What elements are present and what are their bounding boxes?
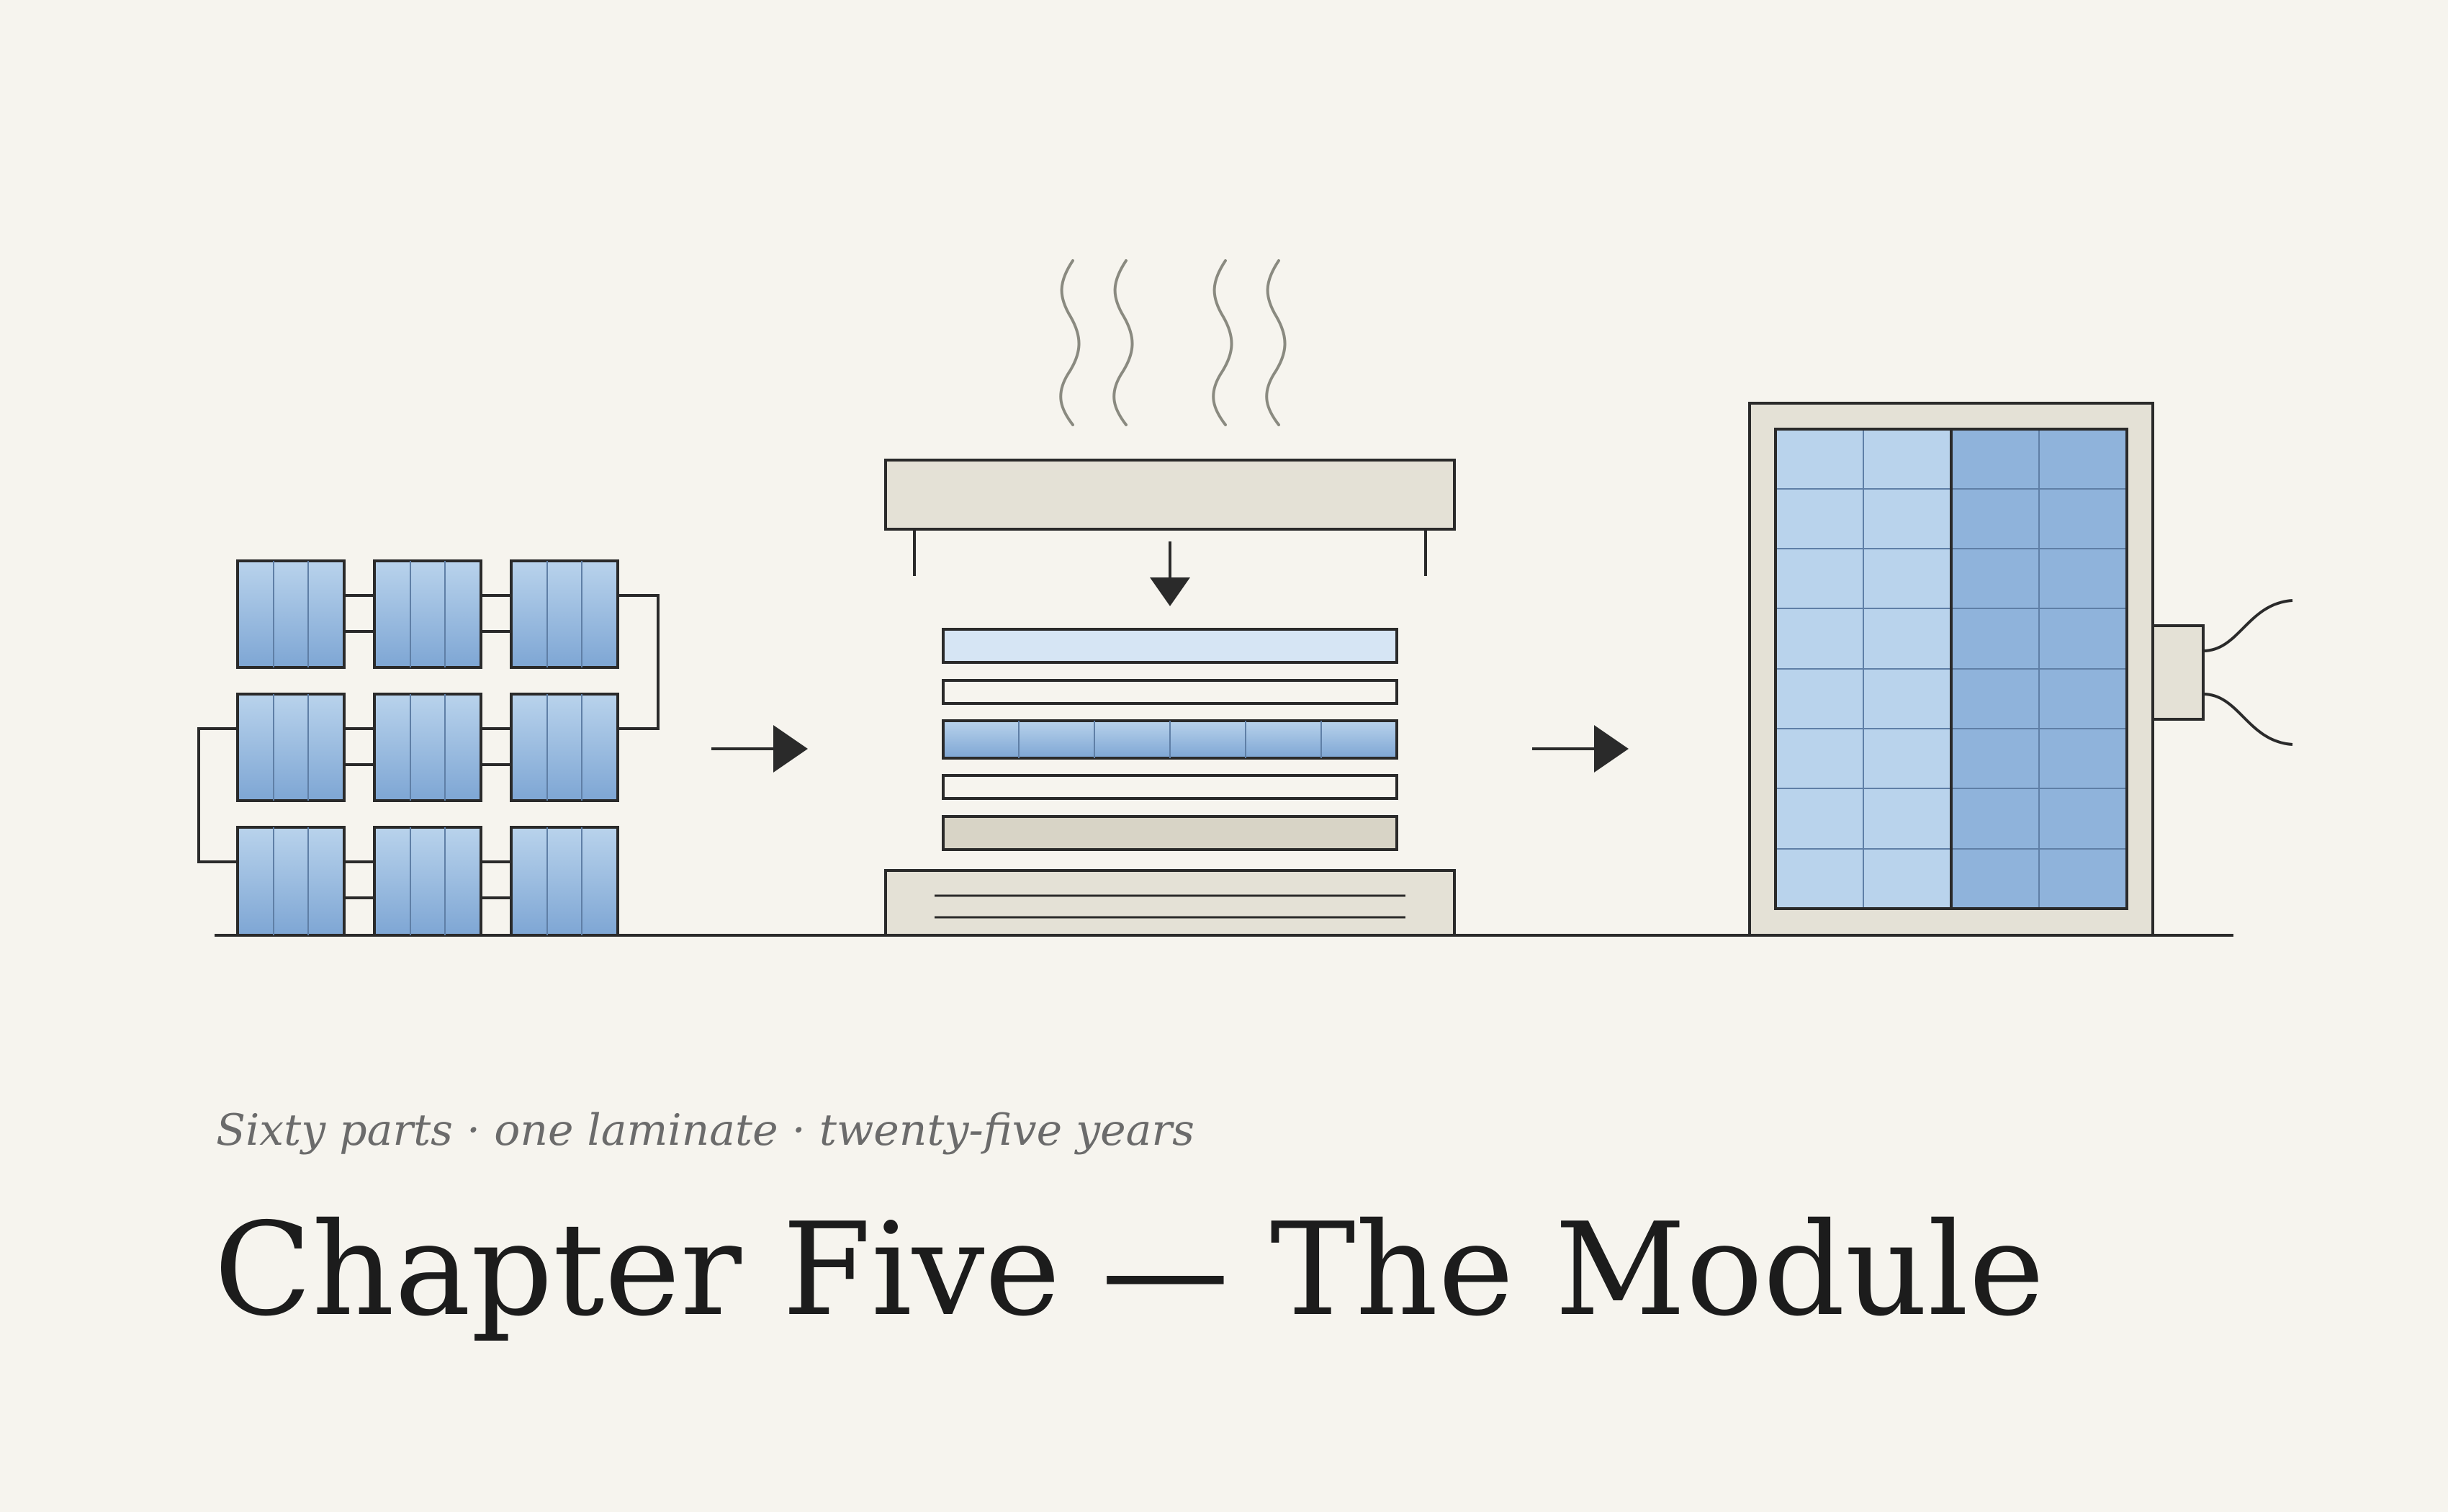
chapter-subtitle: Sixty parts · one laminate · twenty-five… [216, 1105, 1194, 1156]
solar-cell [236, 559, 346, 669]
solar-cell [236, 826, 346, 937]
solar-cell [373, 559, 482, 669]
laminator-press [884, 259, 1456, 937]
solar-cell [373, 826, 482, 937]
backsheet-layer [942, 815, 1398, 851]
framed-module [1748, 402, 2293, 937]
arrow-down-icon [1150, 541, 1190, 606]
solar-cell [373, 693, 482, 802]
solar-cell [510, 559, 619, 669]
chapter-title: Chapter Five — The Module [214, 1195, 2045, 1344]
cell-layer [942, 719, 1398, 760]
arrow-right-icon [711, 725, 808, 773]
glass-layer [942, 628, 1398, 664]
laminator-base [884, 869, 1456, 937]
solar-cell [236, 693, 346, 802]
junction-box-icon [2151, 599, 2293, 746]
module-assembly-diagram [197, 259, 2293, 937]
cell-string-matrix [197, 559, 660, 937]
solar-cell [510, 693, 619, 802]
press-plate [884, 459, 1456, 531]
steam-icon [1059, 259, 1287, 426]
encapsulant-layer [942, 679, 1398, 705]
laminate-layer-stack [942, 628, 1398, 851]
encapsulant-layer [942, 774, 1398, 800]
arrow-right-icon [1532, 725, 1629, 773]
solar-cell [510, 826, 619, 937]
cell-interconnects [197, 594, 660, 899]
